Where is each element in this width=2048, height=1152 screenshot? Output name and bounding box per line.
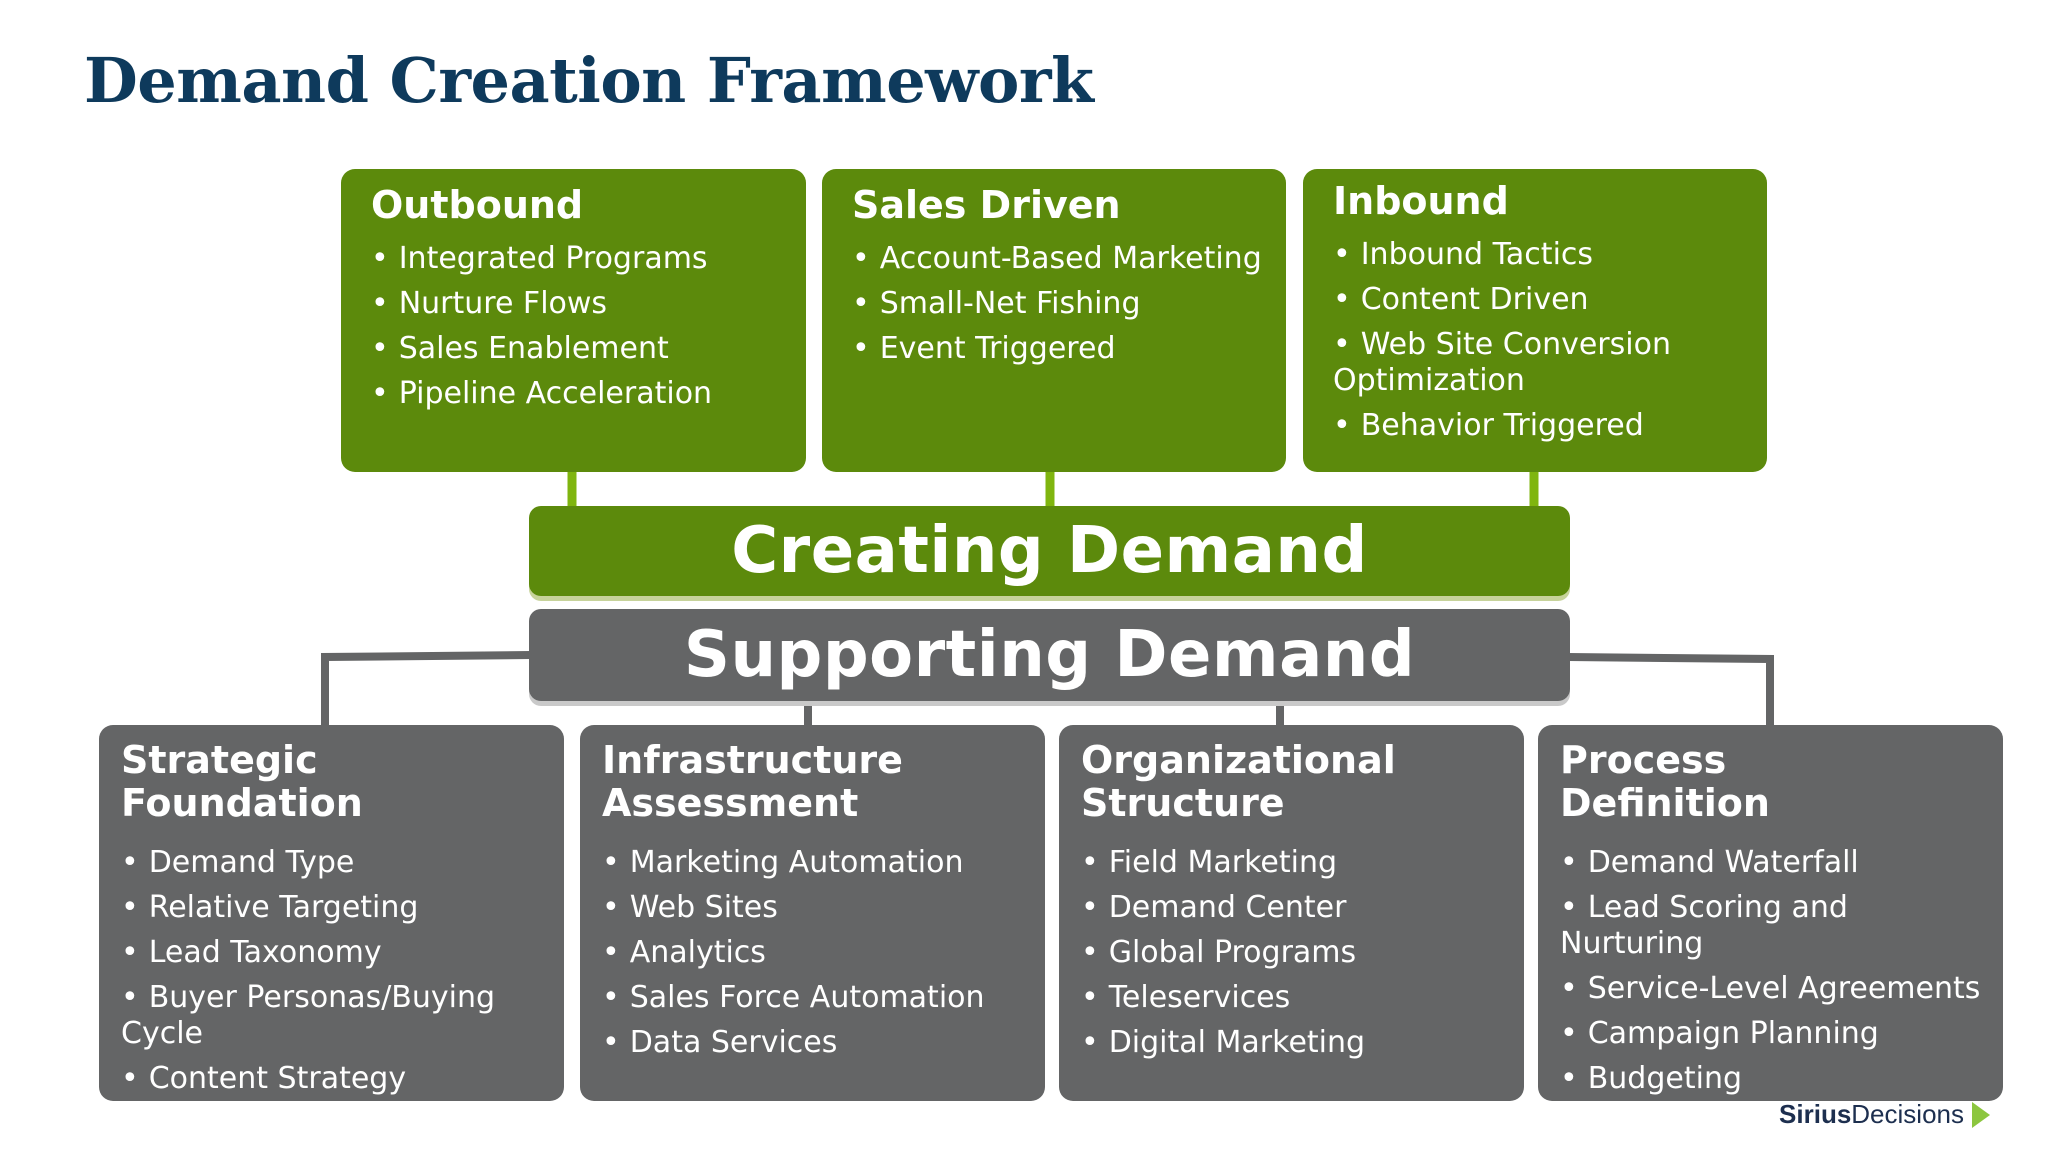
list-item: Web Site Conversion Optimization (1333, 327, 1743, 399)
title-line: Infrastructure (602, 738, 903, 782)
process-definition-title: Process Definition (1560, 739, 1983, 825)
list-item: Nurture Flows (371, 286, 782, 322)
list-item: Demand Type (121, 845, 544, 881)
connector-strategic (321, 651, 532, 727)
strategic-foundation-list: Demand Type Relative Targeting Lead Taxo… (121, 845, 544, 1097)
list-item: Demand Center (1081, 890, 1504, 926)
title-line: Organizational (1081, 738, 1396, 782)
title-line: Definition (1560, 781, 1770, 825)
inbound-box: Inbound Inbound Tactics Content Driven W… (1303, 169, 1767, 472)
list-item: Content Strategy (121, 1061, 544, 1097)
list-item: Sales Enablement (371, 331, 782, 367)
list-item: Sales Force Automation (602, 980, 1025, 1016)
infrastructure-assessment-list: Marketing Automation Web Sites Analytics… (602, 845, 1025, 1061)
process-definition-list: Demand Waterfall Lead Scoring and Nurtur… (1560, 845, 1983, 1097)
list-item: Campaign Planning (1560, 1016, 1983, 1052)
list-item: Teleservices (1081, 980, 1504, 1016)
sales-driven-title: Sales Driven (852, 183, 1121, 227)
list-item: Service-Level Agreements (1560, 971, 1983, 1007)
logo-text-decisions: Decisions (1851, 1099, 1964, 1129)
organizational-structure-box: Organizational Structure Field Marketing… (1059, 725, 1524, 1101)
outbound-list: Integrated Programs Nurture Flows Sales … (371, 241, 782, 412)
list-item: Demand Waterfall (1560, 845, 1983, 881)
list-item: Lead Scoring and Nurturing (1560, 890, 1983, 962)
sales-driven-box: Sales Driven Account-Based Marketing Sma… (822, 169, 1286, 472)
title-line: Process (1560, 738, 1727, 782)
list-item: Inbound Tactics (1333, 237, 1743, 273)
list-item: Event Triggered (852, 331, 1262, 367)
list-item: Lead Taxonomy (121, 935, 544, 971)
outbound-title: Outbound (371, 183, 584, 227)
inbound-list: Inbound Tactics Content Driven Web Site … (1333, 237, 1743, 444)
infrastructure-assessment-title: Infrastructure Assessment (602, 739, 1025, 825)
title-line: Assessment (602, 781, 859, 825)
list-item: Buyer Personas/Buying Cycle (121, 980, 544, 1052)
outbound-box: Outbound Integrated Programs Nurture Flo… (341, 169, 806, 472)
creating-demand-label: Creating Demand (731, 514, 1368, 588)
title-line: Foundation (121, 781, 363, 825)
chevron-right-icon (1972, 1101, 1990, 1128)
list-item: Field Marketing (1081, 845, 1504, 881)
organizational-structure-list: Field Marketing Demand Center Global Pro… (1081, 845, 1504, 1061)
list-item: Web Sites (602, 890, 1025, 926)
list-item: Account-Based Marketing (852, 241, 1262, 277)
list-item: Pipeline Acceleration (371, 376, 782, 412)
list-item: Data Services (602, 1025, 1025, 1061)
title-line: Structure (1081, 781, 1285, 825)
organizational-structure-title: Organizational Structure (1081, 739, 1504, 825)
process-definition-box: Process Definition Demand Waterfall Lead… (1538, 725, 2003, 1101)
supporting-demand-label: Supporting Demand (683, 618, 1416, 692)
infrastructure-assessment-box: Infrastructure Assessment Marketing Auto… (580, 725, 1045, 1101)
list-item: Integrated Programs (371, 241, 782, 277)
sales-driven-list: Account-Based Marketing Small-Net Fishin… (852, 241, 1262, 367)
strategic-foundation-box: Strategic Foundation Demand Type Relativ… (99, 725, 564, 1101)
list-item: Budgeting (1560, 1061, 1983, 1097)
title-line: Strategic (121, 738, 318, 782)
logo-text-sirius: Sirius (1779, 1099, 1852, 1129)
list-item: Relative Targeting (121, 890, 544, 926)
list-item: Marketing Automation (602, 845, 1025, 881)
list-item: Content Driven (1333, 282, 1743, 318)
supporting-demand-band: Supporting Demand (529, 609, 1570, 701)
list-item: Digital Marketing (1081, 1025, 1504, 1061)
connector-process (1567, 653, 1774, 727)
list-item: Behavior Triggered (1333, 408, 1743, 444)
page-title: Demand Creation Framework (84, 44, 1094, 117)
strategic-foundation-title: Strategic Foundation (121, 739, 544, 825)
list-item: Global Programs (1081, 935, 1504, 971)
list-item: Analytics (602, 935, 1025, 971)
inbound-title: Inbound (1333, 179, 1509, 223)
creating-demand-band: Creating Demand (529, 506, 1570, 596)
list-item: Small-Net Fishing (852, 286, 1262, 322)
